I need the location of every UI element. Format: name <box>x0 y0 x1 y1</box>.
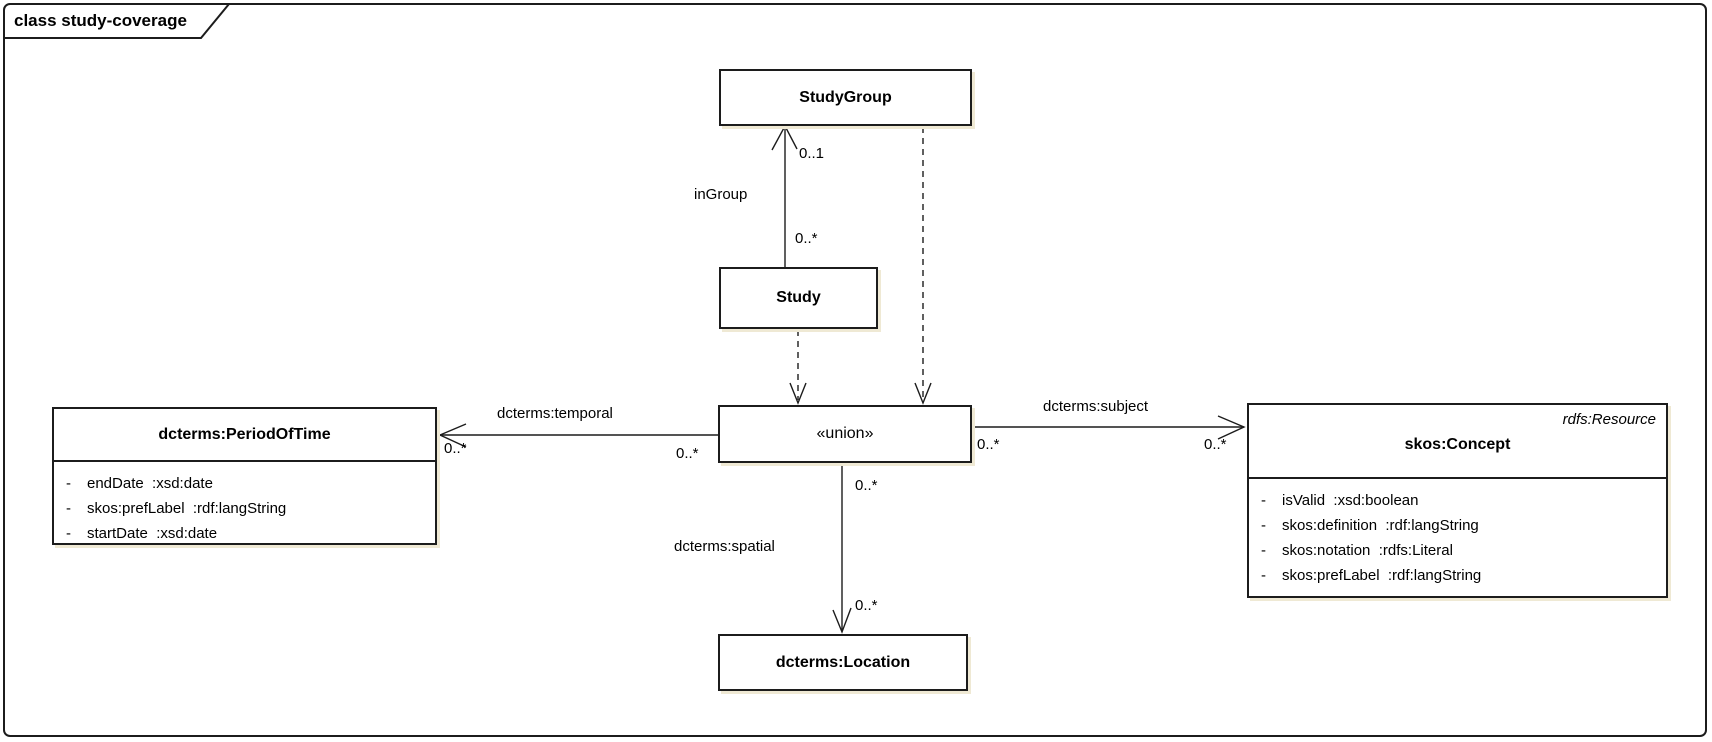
class-name: StudyGroup <box>799 88 892 106</box>
class-name: dcterms:PeriodOfTime <box>158 425 331 443</box>
multiplicity-spatial-target: 0..* <box>855 597 878 614</box>
edge-studygroup-to-union <box>914 127 932 405</box>
attribute-row: - skos:prefLabel :rdf:langString <box>54 496 435 521</box>
attribute-row: - startDate :xsd:date <box>54 521 435 546</box>
multiplicity-ingroup-target: 0..1 <box>799 145 825 162</box>
attribute-visibility: - <box>1261 542 1266 559</box>
title-tab-outline <box>4 3 230 39</box>
attribute-visibility: - <box>66 475 71 492</box>
attribute-visibility: - <box>1261 517 1266 534</box>
edge-ingroup <box>771 124 798 267</box>
attribute-visibility: - <box>1261 567 1266 584</box>
diagram-frame <box>3 3 1707 737</box>
attribute-text: skos:definition :rdf:langString <box>1282 517 1479 534</box>
class-box-concept[interactable]: rdfs:Resource skos:Concept - isValid :xs… <box>1247 403 1668 598</box>
multiplicity-subject-source: 0..* <box>977 436 1000 453</box>
attribute-text: isValid :xsd:boolean <box>1282 492 1419 509</box>
diagram-title: class study-coverage <box>14 11 187 30</box>
class-box-location[interactable]: dcterms:Location <box>718 634 968 691</box>
attribute-row: - skos:definition :rdf:langString <box>1249 513 1666 538</box>
attribute-row: - skos:notation :rdfs:Literal <box>1249 538 1666 563</box>
attribute-text: skos:prefLabel :rdf:langString <box>87 500 287 517</box>
class-header: rdfs:Resource skos:Concept <box>1249 405 1666 477</box>
edge-label-temporal: dcterms:temporal <box>497 405 613 422</box>
class-name: Study <box>776 289 821 306</box>
class-name: «union» <box>816 425 874 442</box>
class-box-study[interactable]: Study <box>719 267 878 329</box>
class-name: dcterms:Location <box>775 653 911 671</box>
attribute-compartment: - endDate :xsd:date - skos:prefLabel :rd… <box>54 460 435 546</box>
attribute-text: skos:notation :rdfs:Literal <box>1282 542 1453 559</box>
edge-spatial <box>832 463 852 634</box>
attribute-row: - endDate :xsd:date <box>54 471 435 496</box>
edge-subject <box>972 415 1246 440</box>
edge-label-spatial: dcterms:spatial <box>674 538 775 555</box>
class-box-periodoftime[interactable]: dcterms:PeriodOfTime - endDate :xsd:date… <box>52 407 437 545</box>
class-stereotype: rdfs:Resource <box>1562 411 1656 428</box>
attribute-visibility: - <box>66 525 71 542</box>
attribute-visibility: - <box>1261 492 1266 509</box>
multiplicity-temporal-target: 0..* <box>444 440 467 457</box>
attribute-row: - skos:prefLabel :rdf:langString <box>1249 563 1666 588</box>
multiplicity-ingroup-source: 0..* <box>795 230 818 247</box>
attribute-text: skos:prefLabel :rdf:langString <box>1282 567 1482 584</box>
class-box-studygroup[interactable]: StudyGroup <box>719 69 972 126</box>
edge-study-to-union <box>789 330 807 405</box>
attribute-text: startDate :xsd:date <box>87 525 218 542</box>
edge-label-ingroup: inGroup <box>694 186 748 203</box>
multiplicity-subject-target: 0..* <box>1204 436 1227 453</box>
multiplicity-temporal-source: 0..* <box>676 445 699 462</box>
attribute-text: endDate :xsd:date <box>87 475 213 492</box>
attribute-visibility: - <box>66 500 71 517</box>
attribute-row: - isValid :xsd:boolean <box>1249 488 1666 513</box>
class-name: skos:Concept <box>1404 436 1511 453</box>
class-box-union[interactable]: «union» <box>718 405 972 463</box>
class-header: dcterms:PeriodOfTime <box>54 409 435 460</box>
attribute-compartment: - isValid :xsd:boolean - skos:definition… <box>1249 477 1666 588</box>
multiplicity-spatial-source: 0..* <box>855 477 878 494</box>
edge-temporal <box>438 423 718 448</box>
edge-label-subject: dcterms:subject <box>1043 398 1149 415</box>
